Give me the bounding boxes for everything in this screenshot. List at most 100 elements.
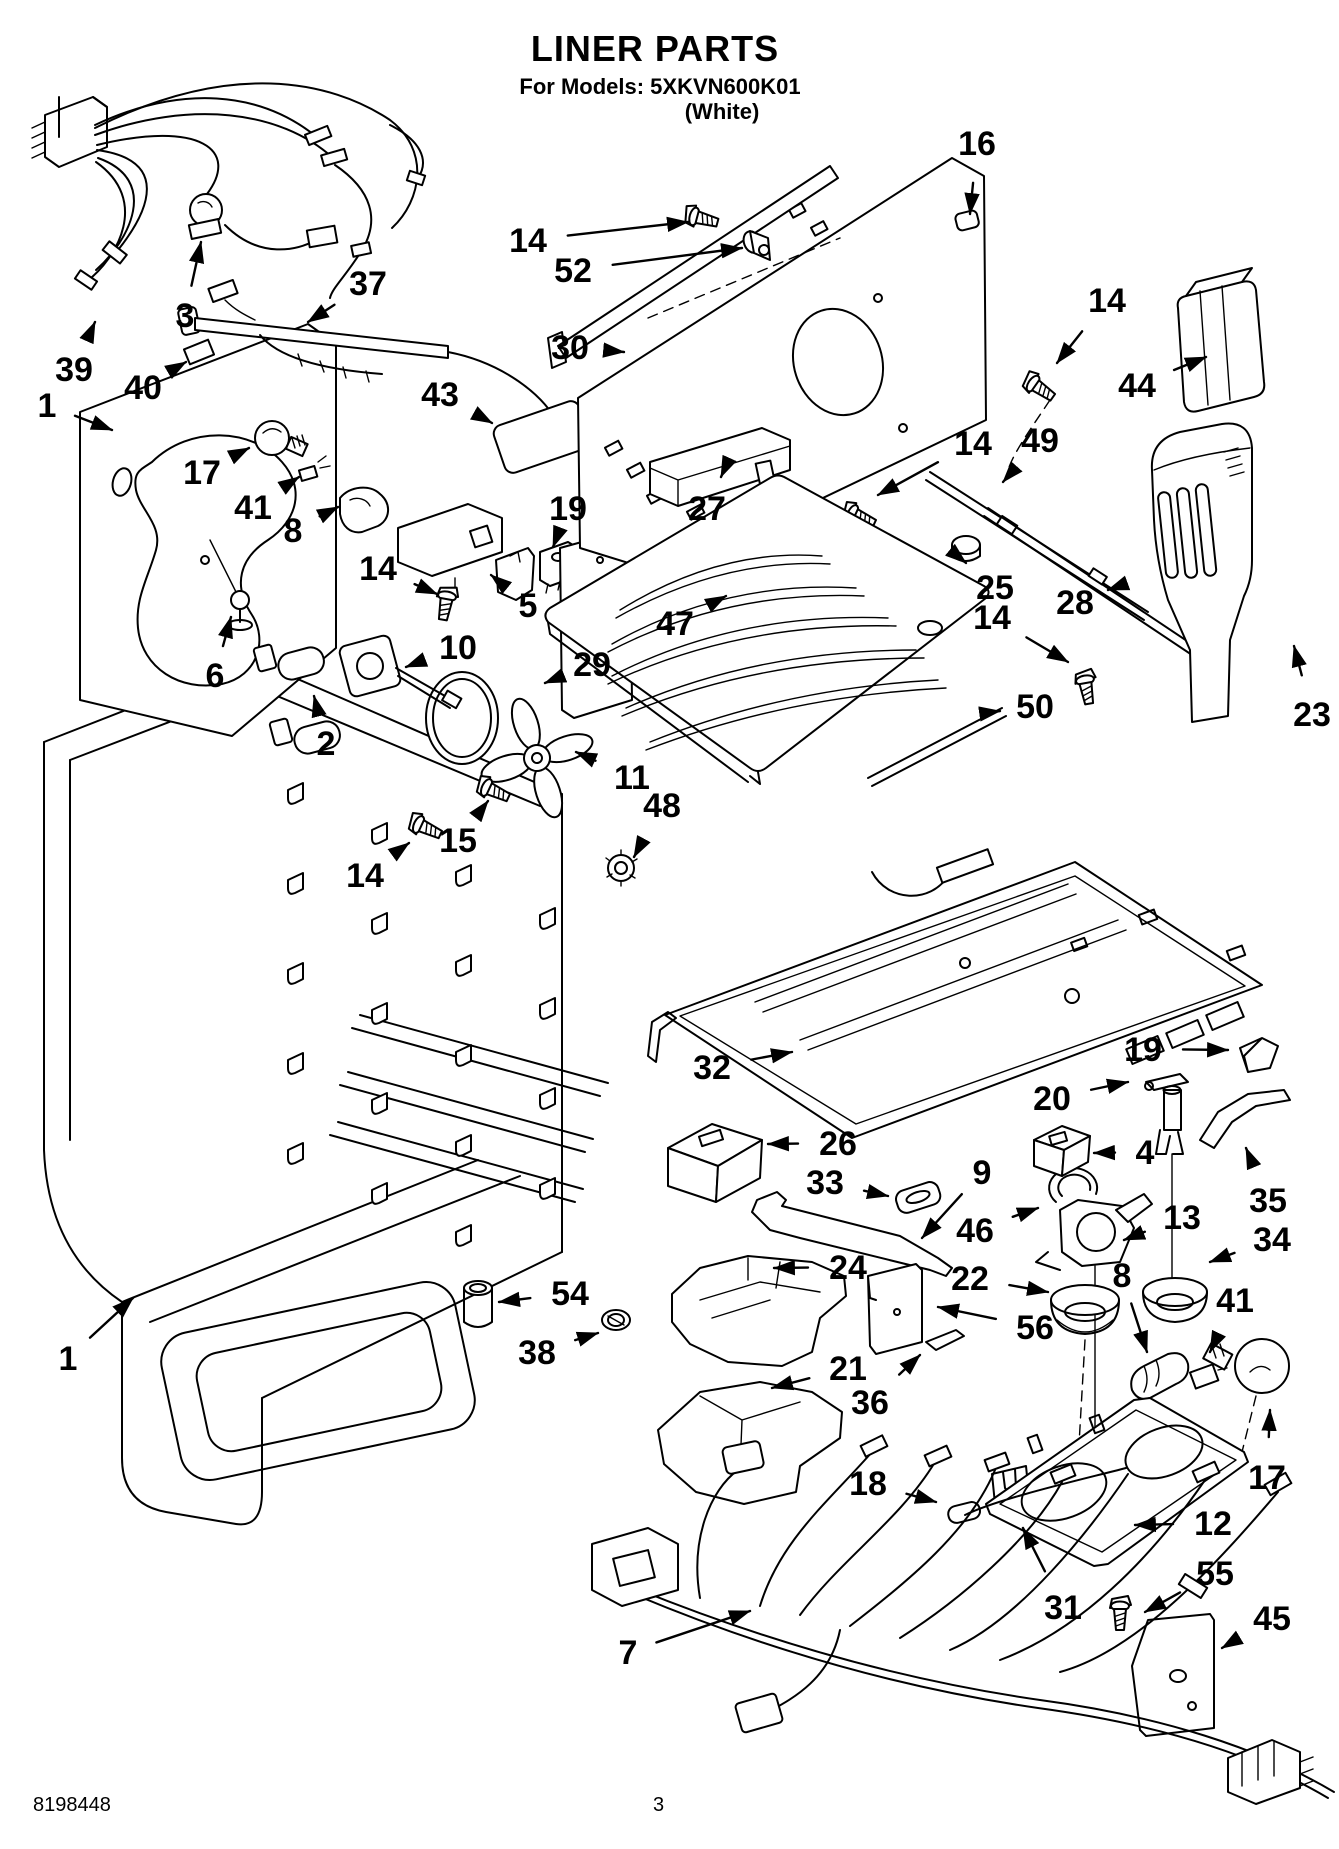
callout-arrow: [1106, 575, 1131, 592]
callout-arrow: [566, 216, 690, 237]
callout-label: 21: [829, 1350, 867, 1388]
callout-label: 2: [317, 725, 336, 763]
callout-label: 38: [518, 1334, 556, 1372]
post-20: [1144, 1073, 1189, 1155]
callout-arrow: [770, 1375, 811, 1391]
light-bulb: [254, 420, 290, 456]
callout-arrow: [897, 1353, 922, 1376]
callout-arrow: [574, 750, 599, 768]
lamp-housing: [397, 503, 503, 577]
callout-label: 56: [1016, 1309, 1054, 1347]
callout-label: 7: [619, 1634, 638, 1672]
callout-label: 29: [573, 646, 611, 684]
callout-label: 46: [956, 1212, 994, 1250]
callout-label: 19: [549, 490, 587, 528]
callout-label: 14: [509, 222, 547, 260]
callout-arrow: [1021, 1526, 1047, 1573]
ribbed-shelf-25: [544, 474, 990, 772]
callout-label: 8: [284, 512, 303, 550]
document-number: 8198448: [33, 1794, 111, 1816]
grommet-6: [230, 590, 250, 610]
callout-arrow: [306, 303, 336, 324]
callout-label: 30: [551, 329, 589, 367]
callout-label: 12: [1194, 1505, 1232, 1543]
plate-33: [895, 1181, 942, 1214]
callout-label: 40: [124, 369, 162, 407]
sleeve-44: [1176, 267, 1266, 413]
callout-label: 36: [851, 1384, 889, 1422]
callout-arrow: [226, 446, 251, 465]
callout-label: 37: [349, 265, 387, 303]
callout-arrow: [73, 414, 114, 432]
callout-arrow: [920, 1192, 964, 1240]
callout-arrow: [573, 1331, 600, 1347]
callout-label: 14: [954, 425, 992, 463]
callout-label: 10: [439, 629, 477, 667]
callout-arrow: [944, 543, 968, 565]
callout-label: 17: [1248, 1459, 1286, 1497]
callout-label: 13: [1163, 1199, 1201, 1237]
air-tower-23: [1150, 422, 1253, 723]
callout-label: 50: [1016, 688, 1054, 726]
callout-label: 44: [1118, 367, 1156, 405]
callout-arrow: [602, 342, 626, 358]
callout-arrow: [1001, 461, 1023, 484]
callout-arrow: [497, 1291, 532, 1308]
callout-label: 43: [421, 376, 459, 414]
callout-label: 14: [346, 857, 384, 895]
strip-9: [751, 1191, 953, 1277]
callout-arrow: [277, 475, 301, 495]
callout-label: 14: [1088, 282, 1126, 320]
page-title: LINER PARTS: [530, 28, 780, 69]
fan-motor-10: [338, 634, 402, 698]
callout-label: 27: [688, 490, 726, 528]
models-line: For Models: 5XKVN600K01: [519, 74, 801, 99]
callout-arrow: [413, 578, 439, 596]
callout-label: 1: [59, 1340, 78, 1378]
callout-arrow: [750, 1048, 794, 1064]
wire-harness-top: [31, 82, 427, 299]
callout-label: 3: [176, 297, 195, 335]
callout-label: 18: [849, 1465, 887, 1503]
callout-label: 14: [973, 599, 1011, 637]
wire-harness-bottom: [591, 1434, 1335, 1805]
callout-arrow: [1172, 355, 1208, 372]
bottom-parts: [463, 1037, 1291, 1737]
callout-arrow: [404, 652, 429, 669]
callout-arrow: [489, 573, 513, 595]
callout-arrow: [218, 615, 233, 648]
callout-arrow: [1011, 1206, 1040, 1223]
callout-label: 25: [976, 569, 1014, 607]
callout-arrow: [1181, 1042, 1230, 1058]
callout-label: 22: [951, 1260, 989, 1298]
finish-line: (White): [684, 99, 760, 124]
bowl-22: [1050, 1284, 1120, 1335]
callout-arrow: [1089, 1078, 1130, 1094]
rod-50: [867, 707, 1007, 787]
callout-label: 48: [643, 787, 681, 825]
callout-arrow: [1220, 1630, 1244, 1650]
callout-arrow: [1261, 1408, 1277, 1439]
socket-cover-8: [339, 486, 389, 534]
top-trim-30: [557, 165, 839, 359]
box-26: [667, 1123, 763, 1203]
callout-label: 20: [1033, 1080, 1071, 1118]
callout-label: 41: [234, 489, 272, 527]
callout-label: 24: [829, 1249, 867, 1287]
liner-cabinet: [43, 659, 609, 1526]
callout-arrow: [1055, 330, 1084, 365]
plate-36: [925, 1329, 965, 1351]
callout-label: 47: [656, 605, 694, 643]
callout-arrow: [1208, 1329, 1226, 1354]
socket-41: [297, 464, 319, 482]
callout-arrow: [936, 1303, 998, 1321]
callout-label: 26: [819, 1125, 857, 1163]
callout-label: 52: [554, 252, 592, 290]
bulb-17: [1202, 1338, 1290, 1394]
callout-arrow: [1244, 1146, 1262, 1171]
callout-arrow: [1143, 1591, 1182, 1614]
callout-label: 28: [1056, 584, 1094, 622]
callout-arrow: [469, 406, 494, 425]
callout-arrow: [964, 181, 980, 216]
plate-45: [1131, 1613, 1215, 1737]
